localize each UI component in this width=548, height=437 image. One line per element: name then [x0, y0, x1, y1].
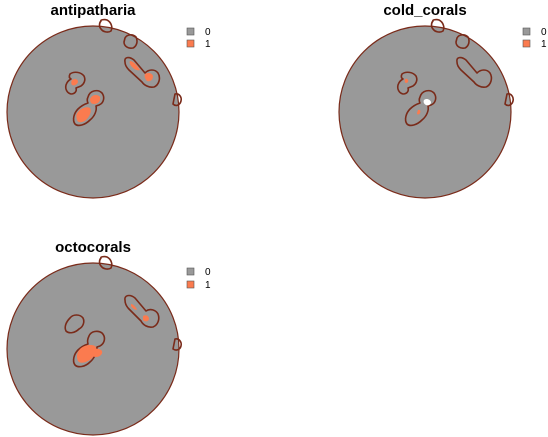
panel-octocorals: octocorals 0 1	[6, 239, 211, 436]
contour-outline	[64, 71, 86, 95]
presence-patches	[71, 61, 153, 123]
legend-label-1: 1	[205, 280, 211, 291]
legend-label-0: 0	[205, 27, 211, 38]
legend-label-1: 1	[205, 39, 211, 50]
contour-outline	[430, 18, 445, 33]
legend-label-0: 0	[205, 267, 211, 278]
panel-cold-corals: cold_corals 0 1	[338, 2, 547, 199]
legend-swatch-0	[522, 27, 531, 36]
contour-outline	[124, 56, 161, 88]
panel-title: cold_corals	[383, 2, 466, 19]
legend: 0 1	[186, 267, 211, 291]
presence-patch	[417, 109, 421, 115]
contour-outline	[72, 330, 106, 368]
contour-outline	[504, 93, 514, 107]
presence-patch	[90, 348, 103, 357]
map-disc	[6, 25, 180, 199]
presence-patch	[76, 107, 91, 123]
legend-swatch-1	[522, 39, 531, 48]
contour-outline	[404, 89, 437, 127]
legend: 0 1	[522, 27, 547, 50]
contour-outline	[172, 338, 182, 351]
panel-antipatharia: antipatharia 0 1	[6, 2, 211, 199]
presence-patch	[423, 98, 431, 106]
presence-patch	[131, 304, 137, 310]
panel-title: antipatharia	[50, 2, 136, 19]
contour-outlines	[64, 255, 182, 368]
contour-outline	[98, 255, 113, 270]
panel-title: octocorals	[55, 239, 131, 256]
legend-label-1: 1	[541, 39, 547, 50]
contour-outline	[456, 56, 493, 88]
contour-outline	[396, 71, 418, 95]
presence-patch	[76, 345, 97, 363]
presence-patch	[404, 78, 409, 83]
presence-patches	[404, 78, 431, 115]
contour-outlines	[64, 18, 182, 127]
presence-patch	[90, 94, 101, 104]
contour-outline	[64, 314, 85, 334]
presence-patch	[144, 72, 153, 82]
contour-outline	[124, 294, 160, 328]
legend-swatch-0	[186, 27, 195, 36]
contour-outlines	[396, 18, 514, 127]
legend-swatch-0	[186, 267, 195, 276]
presence-patch	[71, 78, 78, 86]
legend-label-0: 0	[541, 27, 547, 38]
map-disc	[338, 25, 512, 199]
contour-outline	[172, 93, 182, 107]
contour-outline	[72, 89, 105, 127]
contour-outline	[98, 18, 113, 33]
contour-outline	[123, 34, 138, 49]
contour-outline	[455, 34, 470, 49]
presence-patch	[143, 315, 149, 322]
presence-patch	[129, 61, 140, 71]
legend: 0 1	[186, 27, 211, 50]
legend-swatch-1	[186, 280, 195, 289]
legend-swatch-1	[186, 39, 195, 48]
presence-patches	[76, 304, 149, 363]
